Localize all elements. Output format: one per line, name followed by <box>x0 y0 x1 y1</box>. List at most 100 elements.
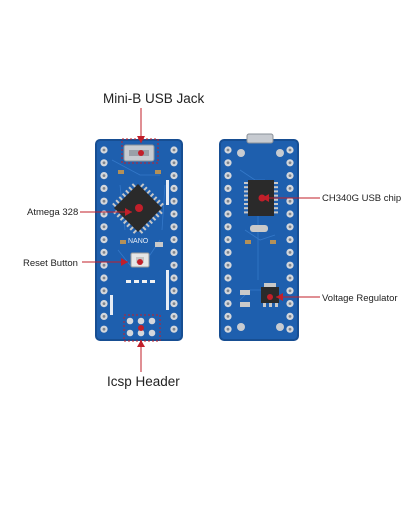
back-board <box>219 133 299 341</box>
header-pin-hole <box>102 187 106 190</box>
header-pin-hole <box>226 327 230 331</box>
chip-leg <box>149 193 155 198</box>
chip-leg <box>132 229 138 234</box>
back-pcb <box>219 139 299 341</box>
header-pin-hole <box>226 251 230 254</box>
front-pcb <box>95 139 183 341</box>
header-pin-hole <box>226 212 230 216</box>
chip-leg <box>274 207 278 210</box>
header-pin-hole <box>226 225 230 229</box>
mini-usb-jack-label: Mini-B USB Jack <box>103 91 205 106</box>
header-pin-hole <box>288 289 292 293</box>
voltage-regulator-label: Voltage Regulator <box>322 293 398 304</box>
header-pin-hole <box>102 148 106 152</box>
chip-leg <box>274 198 278 201</box>
header-pin-hole <box>288 315 292 318</box>
header-pin-hole <box>172 199 176 203</box>
header-pin-hole <box>102 238 106 242</box>
header-pin-hole <box>172 315 176 318</box>
header-pin-hole <box>102 212 106 216</box>
chip-leg <box>155 213 160 218</box>
header-pin-hole <box>172 148 176 152</box>
chip-leg <box>123 219 128 225</box>
chip-leg <box>119 216 124 221</box>
icsp-header <box>126 317 156 337</box>
smd-component <box>120 240 126 244</box>
header-pin-hole <box>172 212 176 216</box>
header-pin-hole <box>288 225 292 229</box>
chip-leg <box>145 223 150 228</box>
header-pin-hole <box>288 212 292 216</box>
chip-leg <box>129 226 134 231</box>
chip-leg <box>274 190 278 193</box>
back-left-header <box>224 146 232 333</box>
header-pin-hole <box>172 263 176 267</box>
reset-button-label: Reset Button <box>23 258 78 269</box>
icsp-pin <box>137 317 145 325</box>
chip-leg <box>142 226 147 231</box>
header-pin-hole <box>288 238 292 242</box>
header-pin-hole <box>172 238 176 242</box>
ch340g-label: CH340G USB chip <box>322 193 402 204</box>
front-left-header <box>100 146 108 333</box>
header-pin-hole <box>172 161 176 165</box>
header-pin-hole <box>288 327 292 331</box>
header-pin-hole <box>288 251 292 254</box>
header-pin-hole <box>226 276 230 280</box>
icsp-pin <box>126 317 134 325</box>
header-pin-hole <box>226 187 230 190</box>
header-pin-hole <box>102 289 106 293</box>
header-pin-hole <box>226 315 230 318</box>
chip-leg <box>121 193 127 198</box>
chip-leg <box>244 190 248 193</box>
header-pin-hole <box>288 263 292 267</box>
header-pin-hole <box>226 174 230 178</box>
icsp-pin <box>126 329 134 337</box>
chip-marking: NANO <box>128 238 149 245</box>
header-pin-hole <box>226 302 230 305</box>
icsp-pin <box>137 329 145 337</box>
header-pin-hole <box>102 315 106 318</box>
smd-component <box>155 170 161 174</box>
header-pin-hole <box>172 276 176 280</box>
header-pin-hole <box>172 174 176 178</box>
front-board: NANO <box>95 139 183 341</box>
header-pin-hole <box>172 327 176 331</box>
header-pin-hole <box>102 225 106 229</box>
mounting-hole <box>276 149 284 157</box>
chip-leg <box>143 186 148 191</box>
icsp-header-label: Icsp Header <box>107 374 180 389</box>
smd-component <box>245 240 251 244</box>
header-pin-hole <box>226 263 230 267</box>
led <box>134 280 139 283</box>
diode <box>240 302 250 307</box>
chip-leg <box>244 207 248 210</box>
chip-leg <box>274 203 278 205</box>
header-pin-hole <box>172 289 176 293</box>
chip-leg <box>153 196 158 201</box>
chip-leg <box>244 186 248 189</box>
header-pin-hole <box>102 276 106 280</box>
header-pin-hole <box>102 263 106 267</box>
usb-jack-back <box>246 133 274 144</box>
chip-leg <box>158 210 163 215</box>
chip-leg <box>112 202 117 208</box>
header-pin-hole <box>226 238 230 242</box>
header-pin-hole <box>226 161 230 165</box>
chip-leg <box>156 199 161 204</box>
callout-arrows <box>121 136 283 347</box>
chip-leg <box>244 198 248 201</box>
mounting-hole <box>237 149 245 157</box>
chip-leg <box>148 219 153 225</box>
header-pin-hole <box>172 251 176 254</box>
header-pin-hole <box>102 302 106 305</box>
smd-component <box>118 170 124 174</box>
header-pin-hole <box>288 148 292 152</box>
chip-leg <box>274 186 278 189</box>
header-pin-hole <box>288 161 292 165</box>
smd-component <box>270 240 276 244</box>
chip-leg <box>118 196 123 201</box>
header-pin-hole <box>226 199 230 203</box>
front-right-header <box>170 146 178 333</box>
callout-lines <box>80 108 320 372</box>
